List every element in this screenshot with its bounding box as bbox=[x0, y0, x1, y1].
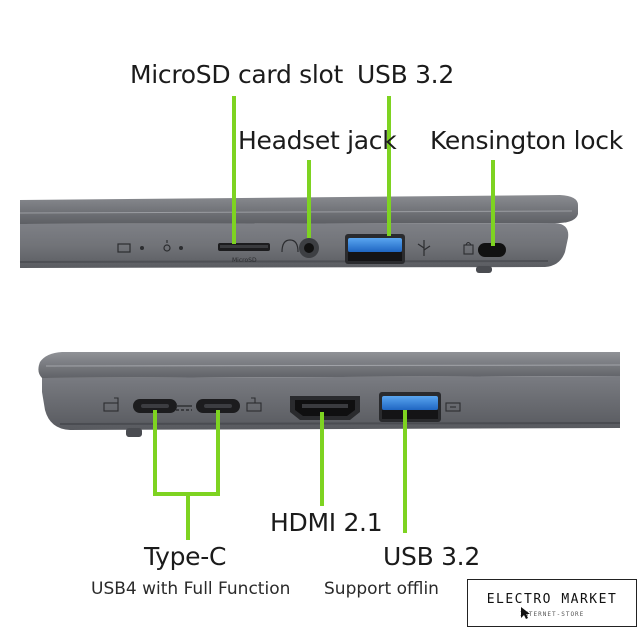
usb-charge-icon bbox=[445, 402, 461, 412]
usb-icon bbox=[417, 240, 431, 256]
power-indicator-icon bbox=[163, 240, 183, 252]
microsd-slot: MicroSD bbox=[218, 243, 270, 264]
watermark-subtitle: INTERNET-STORE bbox=[519, 611, 585, 618]
headset-jack bbox=[281, 238, 319, 258]
battery-indicator-icon bbox=[117, 243, 144, 253]
hdmi-port bbox=[290, 396, 360, 420]
callouts-bottom bbox=[153, 410, 407, 540]
usb-bottom-label: USB 3.2 bbox=[383, 542, 480, 571]
usb-a-port-bottom bbox=[379, 392, 461, 422]
hdmi-label: HDMI 2.1 bbox=[270, 508, 383, 537]
kensington-label: Kensington lock bbox=[430, 126, 623, 155]
watermark-title: ELECTRO MARKET bbox=[486, 592, 618, 607]
type-c-note: USB4 with Full Function bbox=[91, 579, 291, 599]
laptop-bottom-side-view bbox=[38, 352, 621, 437]
cursor-icon bbox=[521, 607, 530, 619]
microsd-imprint: MicroSD bbox=[232, 257, 257, 264]
kensington-lock-slot bbox=[463, 241, 506, 257]
headset-icon bbox=[281, 239, 299, 253]
callouts-top bbox=[232, 96, 495, 246]
thunderbolt-icon bbox=[246, 397, 262, 412]
usb-bottom-note: Support offlin bbox=[324, 579, 439, 599]
headset-label: Headset jack bbox=[238, 126, 397, 155]
type-c-port-2 bbox=[196, 397, 262, 413]
usb-a-port-top bbox=[345, 234, 431, 264]
laptop-top-side-view: MicroSD bbox=[19, 195, 578, 273]
type-c-label: Type-C bbox=[144, 542, 227, 571]
watermark-logo: ELECTRO MARKET INTERNET-STORE bbox=[467, 579, 637, 627]
type-c-port-1 bbox=[103, 397, 177, 413]
microsd-label: MicroSD card slot bbox=[130, 60, 344, 89]
dc-indicator-icon bbox=[176, 405, 192, 411]
lock-icon bbox=[463, 241, 474, 255]
thunderbolt-icon bbox=[103, 397, 119, 412]
usb-top-label: USB 3.2 bbox=[357, 60, 454, 89]
